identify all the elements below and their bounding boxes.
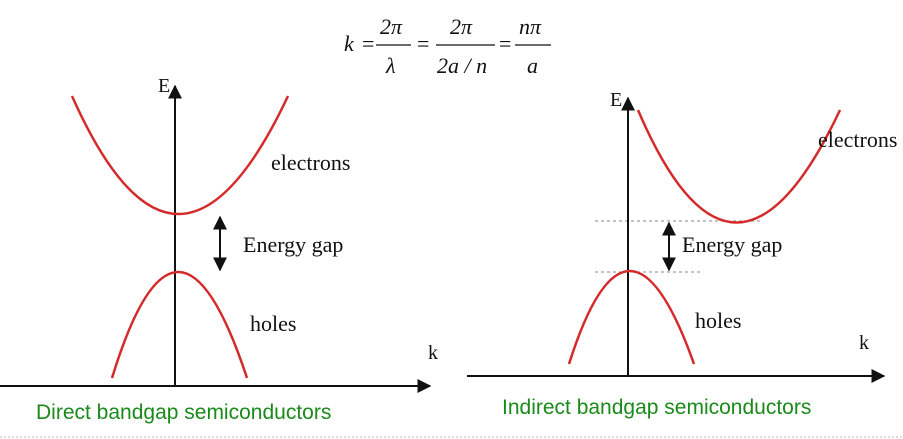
- direct-conduction-band: [70, 95, 290, 215]
- indirect-electrons-label: electrons: [818, 127, 897, 152]
- formula-equals-2: =: [417, 31, 429, 56]
- formula-equals-3: =: [499, 31, 511, 56]
- direct-e-axis-label: E: [158, 75, 170, 97]
- indirect-bandgap-panel: E k electrons Energy gap holes Indirect …: [467, 89, 897, 419]
- indirect-e-axis-label: E: [610, 89, 622, 111]
- formula-numerator-2: 2π: [450, 14, 473, 39]
- indirect-energy-gap-label: Energy gap: [682, 232, 782, 257]
- direct-electrons-label: electrons: [271, 150, 350, 175]
- direct-bandgap-panel: E k electrons Energy gap holes Direct ba…: [0, 75, 438, 424]
- formula-denominator-3: a: [527, 53, 538, 78]
- direct-energy-gap-label: Energy gap: [243, 232, 343, 257]
- formula-denominator-2: 2a / n: [437, 53, 487, 78]
- indirect-valence-band: [567, 269, 696, 365]
- formula-equals-1: =: [362, 31, 374, 56]
- formula-numerator-3: nπ: [519, 14, 542, 39]
- direct-k-axis-label: k: [428, 342, 438, 364]
- direct-caption: Direct bandgap semiconductors: [36, 401, 331, 424]
- indirect-conduction-band: [636, 109, 842, 224]
- indirect-holes-label: holes: [695, 308, 741, 333]
- formula-denominator-1: λ: [385, 53, 396, 78]
- indirect-k-axis-label: k: [859, 332, 869, 354]
- direct-holes-label: holes: [250, 311, 296, 336]
- wave-number-formula: k = 2π λ = 2π 2a / n = nπ a: [344, 14, 551, 78]
- formula-k: k: [344, 31, 355, 56]
- indirect-caption: Indirect bandgap semiconductors: [502, 396, 811, 419]
- direct-valence-band: [110, 271, 249, 379]
- formula-numerator-1: 2π: [380, 14, 403, 39]
